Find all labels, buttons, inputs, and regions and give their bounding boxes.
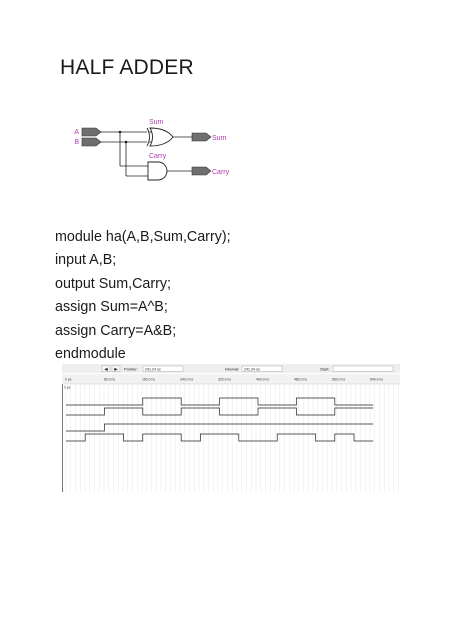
output-sum-label: Sum xyxy=(212,135,227,142)
time-label: 480.0 ns xyxy=(294,378,307,382)
time-label: 160.0 ns xyxy=(142,378,155,382)
waveform-viewer: ◀ ▶ Pointer: 241.24 ns Interval: 241.24 … xyxy=(62,364,400,492)
time-label: 400.0 ns xyxy=(256,378,269,382)
xor-gate-label: Sum xyxy=(149,119,164,126)
verilog-code: module ha(A,B,Sum,Carry); input A,B; out… xyxy=(55,226,231,366)
signal-waveform xyxy=(66,397,374,406)
start-field[interactable] xyxy=(332,365,394,372)
output-carry-label: Carry xyxy=(212,169,230,176)
code-line: module ha(A,B,Sum,Carry); xyxy=(55,229,231,245)
time-label: 80.0 ns xyxy=(104,378,115,382)
xor-gate xyxy=(146,127,174,147)
and-gate xyxy=(147,161,168,181)
code-line: assign Sum=A^B; xyxy=(55,299,168,316)
time-label: 640.0 ns xyxy=(370,378,383,382)
and-gate-label: Carry xyxy=(149,153,167,160)
time-label: 320.0 ns xyxy=(218,378,231,382)
output-carry-pin xyxy=(191,166,212,176)
code-line: input A,B; xyxy=(55,252,117,269)
next-transition-button[interactable] xyxy=(111,365,121,372)
prev-transition-button[interactable] xyxy=(101,365,111,372)
prev-transition-icon: ◀ xyxy=(104,367,108,372)
pointer-value: 241.24 ns xyxy=(145,367,161,371)
code-line: endmodule xyxy=(55,345,126,362)
input-b-label: B xyxy=(74,139,79,146)
interval-value: 241.24 ns xyxy=(244,367,260,371)
pointer-label: Pointer: xyxy=(124,366,138,371)
time-label: 240.0 ns xyxy=(180,378,193,382)
signal-waveform xyxy=(66,423,374,432)
interval-label: Interval: xyxy=(225,366,239,371)
input-a-label: A xyxy=(74,129,79,136)
code-line: assign Carry=A&B; xyxy=(55,322,177,339)
time-label: 0 ps xyxy=(65,378,72,382)
interval-field[interactable] xyxy=(241,365,283,372)
waveform-toolbar: ◀ ▶ Pointer: 241.24 ns Interval: 241.24 … xyxy=(62,364,400,373)
pointer-field[interactable] xyxy=(142,365,184,372)
output-sum-pin xyxy=(191,132,212,142)
wires xyxy=(101,131,192,177)
page-title: HALF ADDER xyxy=(60,56,194,79)
code-line: output Sum,Carry; xyxy=(55,275,172,292)
start-label: Start: xyxy=(320,366,330,371)
half-adder-schematic: A B Sum Carry Sum Carry xyxy=(74,119,230,181)
input-a-pin xyxy=(81,127,102,137)
time-label: 560.0 ns xyxy=(332,378,345,382)
signal-waveform xyxy=(66,407,374,416)
signal-waveform xyxy=(66,433,374,442)
input-b-pin xyxy=(81,137,102,147)
marker-label: 0 ps xyxy=(64,386,71,390)
next-transition-icon: ▶ xyxy=(114,367,118,372)
